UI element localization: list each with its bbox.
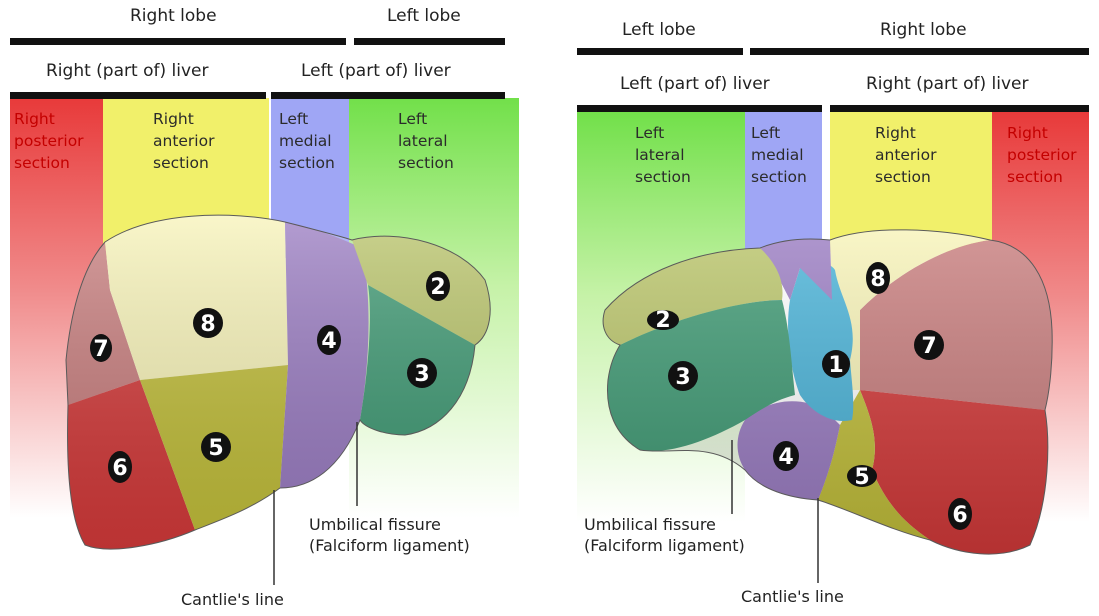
svg-text:3: 3 [675,365,690,390]
svg-text:6: 6 [952,503,967,528]
svg-text:2: 2 [430,275,445,300]
segment-7-badge: 7 [90,334,112,362]
segment-6-badge: 6 [108,451,132,483]
umbilical-fissure-label: Umbilical fissure (Falciform ligament) [584,514,745,556]
svg-text:7: 7 [921,334,936,359]
svg-text:6: 6 [112,456,127,481]
segment-7-badge: 7 [914,330,944,360]
svg-text:8: 8 [200,312,215,337]
cantlies-line-label: Cantlie's line [181,589,284,610]
svg-text:7: 7 [93,337,108,362]
segment-3-badge: 3 [407,358,437,388]
segment-2-badge: 2 [426,271,450,301]
svg-text:8: 8 [870,267,885,292]
svg-text:3: 3 [414,362,429,387]
segment-4-badge: 4 [317,325,341,355]
segment-6-badge: 6 [948,498,972,530]
segment-8-badge: 8 [193,308,223,338]
segment-5-badge: 5 [201,432,231,462]
svg-text:1: 1 [828,353,843,378]
segment-3-badge: 3 [668,361,698,391]
svg-text:5: 5 [208,436,223,461]
cantlies-line-label: Cantlie's line [741,586,844,607]
inferior-view-panel: Left lobe Right lobe Left (part of) live… [560,0,1099,616]
anterior-view-panel: Right lobe Left lobe Right (part of) liv… [0,0,540,616]
svg-text:4: 4 [778,445,793,470]
svg-text:5: 5 [854,465,869,490]
svg-text:2: 2 [655,308,670,333]
svg-text:4: 4 [321,329,336,354]
liver-outline [603,230,1052,554]
segment-8-badge: 8 [866,262,890,294]
segment-1-badge: 1 [822,350,850,378]
umbilical-fissure-label: Umbilical fissure (Falciform ligament) [309,514,470,556]
segment-4-badge: 4 [773,441,799,471]
